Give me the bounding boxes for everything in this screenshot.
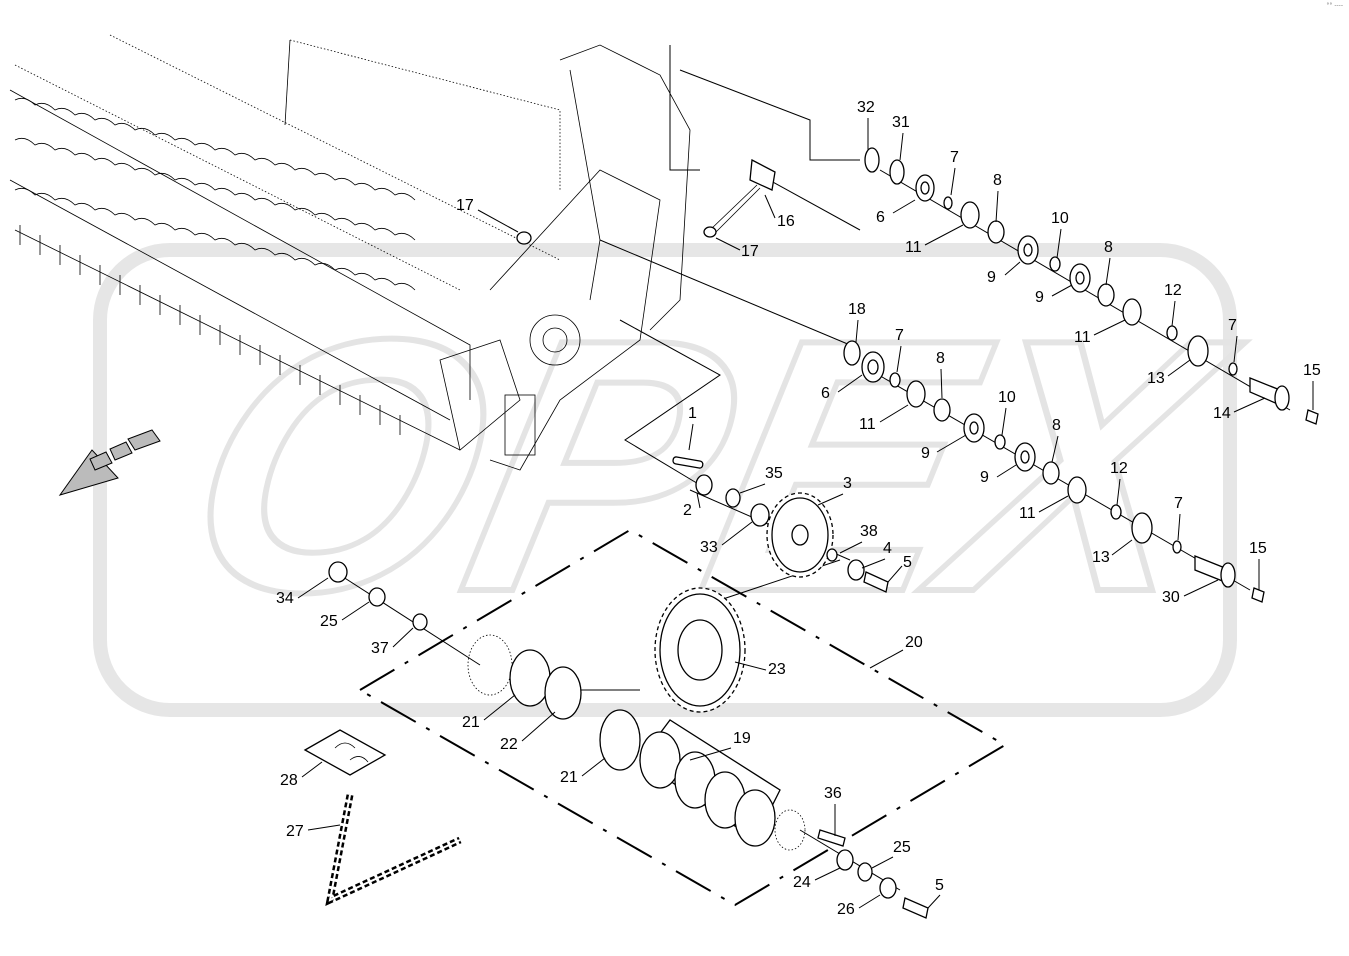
callout-8: 8 [936, 350, 945, 367]
callout-30: 30 [1162, 589, 1180, 606]
callout-27: 27 [286, 823, 304, 840]
callout-28: 28 [280, 772, 298, 789]
callout-9: 9 [987, 269, 996, 286]
callout-8: 8 [1104, 239, 1113, 256]
callout-32: 32 [857, 99, 875, 116]
callout-15: 15 [1249, 540, 1267, 557]
callout-23: 23 [768, 661, 786, 678]
header-frame [9, 34, 691, 471]
callout-11: 11 [905, 239, 922, 256]
callout-16: 16 [777, 213, 795, 230]
callout-17: 17 [456, 197, 474, 214]
callout-17: 17 [741, 243, 759, 260]
callout-9: 9 [921, 445, 930, 462]
callout-21: 21 [462, 714, 480, 731]
callout-7: 7 [950, 149, 959, 166]
travel-direction-arrow-icon [58, 429, 161, 496]
callouts: 32 31 7 8 6 11 10 8 9 9 11 12 7 13 15 14… [276, 99, 1321, 918]
knife-guards [14, 97, 416, 435]
callout-8: 8 [993, 172, 1002, 189]
callout-11: 11 [1019, 505, 1036, 522]
callout-6: 6 [821, 385, 830, 402]
callout-4: 4 [883, 540, 892, 557]
callout-7: 7 [895, 327, 904, 344]
callout-10: 10 [1051, 210, 1069, 227]
callout-6: 6 [876, 209, 885, 226]
callout-1: 1 [688, 405, 697, 422]
callout-7: 7 [1174, 495, 1183, 512]
callout-20: 20 [905, 634, 923, 651]
callout-24: 24 [793, 874, 811, 891]
callout-35: 35 [765, 465, 783, 482]
callout-9: 9 [1035, 289, 1044, 306]
assembly-outline-20 [358, 528, 1007, 907]
callout-34: 34 [276, 590, 294, 607]
callout-21: 21 [560, 769, 578, 786]
callout-26: 26 [837, 901, 855, 918]
callout-7: 7 [1228, 317, 1237, 334]
callout-11: 11 [1074, 329, 1091, 346]
callout-33: 33 [700, 539, 718, 556]
callout-2: 2 [683, 502, 692, 519]
corner-mark: °° ---- [1326, 2, 1343, 9]
callout-22: 22 [500, 736, 518, 753]
callout-5: 5 [935, 877, 944, 894]
callout-18: 18 [848, 301, 866, 318]
callout-14: 14 [1213, 405, 1231, 422]
callout-19: 19 [733, 730, 751, 747]
part-shapes [303, 147, 1319, 919]
callout-15: 15 [1303, 362, 1321, 379]
callout-9: 9 [980, 469, 989, 486]
spring-disc-pack [639, 719, 781, 847]
callout-8: 8 [1052, 417, 1061, 434]
callout-25: 25 [893, 839, 911, 856]
callout-12: 12 [1164, 282, 1182, 299]
callout-38: 38 [860, 523, 878, 540]
callout-5: 5 [903, 554, 912, 571]
callout-leaders [297, 118, 1314, 909]
callout-13: 13 [1092, 549, 1110, 566]
callout-12: 12 [1110, 460, 1128, 477]
callout-13: 13 [1147, 370, 1165, 387]
callout-10: 10 [998, 389, 1016, 406]
callout-31: 31 [892, 114, 910, 131]
callout-37: 37 [371, 640, 389, 657]
callout-3: 3 [843, 475, 852, 492]
callout-25: 25 [320, 613, 338, 630]
callout-36: 36 [824, 785, 842, 802]
callout-11: 11 [859, 416, 876, 433]
